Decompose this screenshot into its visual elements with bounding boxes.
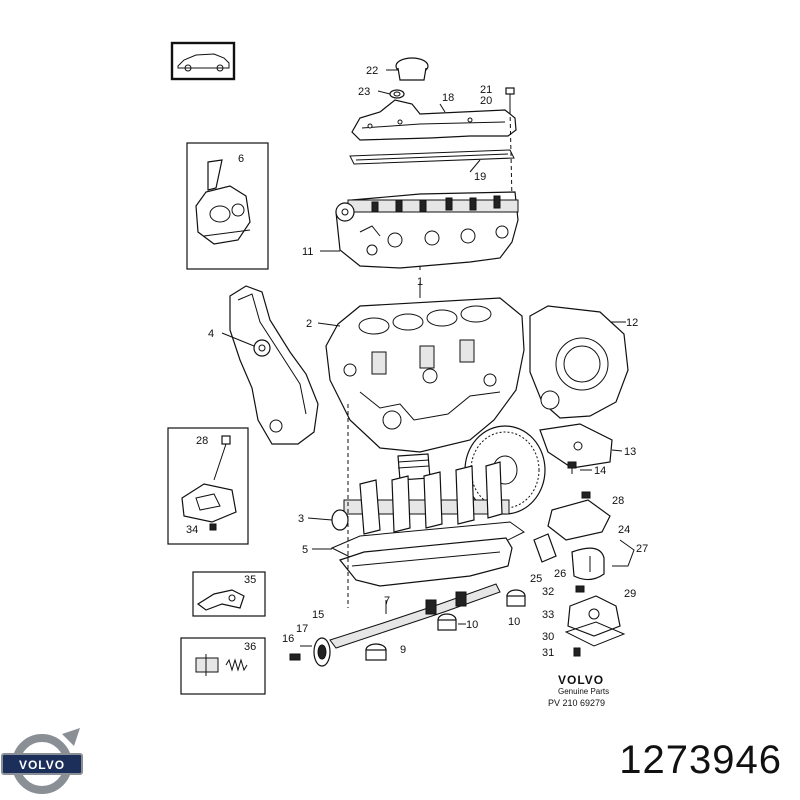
callout-3: 3 — [298, 513, 304, 525]
emblem-text: VOLVO — [19, 758, 65, 772]
breather-box — [186, 142, 269, 270]
flywheel-housing-part — [529, 305, 629, 419]
callout-16: 16 — [282, 633, 294, 645]
callout-31: 31 — [542, 647, 554, 659]
callout-26: 26 — [554, 568, 566, 580]
callout-35: 35 — [244, 574, 256, 586]
callout-12: 12 — [626, 317, 638, 329]
callout-1: 1 — [417, 276, 423, 288]
callout-23: 23 — [358, 86, 370, 98]
valve-cover-part — [349, 87, 517, 201]
callout-13: 13 — [624, 446, 636, 458]
balance-shaft-part — [289, 583, 526, 667]
genuine-parts-block: VOLVO Genuine Parts PV 210 69279 — [548, 673, 609, 708]
brand-name: VOLVO — [558, 673, 604, 687]
callout-28: 28 — [612, 495, 624, 507]
oil-pan-part — [312, 404, 525, 614]
callout-20: 20 — [480, 95, 492, 107]
callout-7: 7 — [384, 595, 390, 607]
callout-21: 21 — [480, 84, 492, 96]
car-silhouette-icon — [170, 41, 236, 81]
callout-33: 33 — [542, 609, 554, 621]
callout-11: 11 — [302, 246, 313, 258]
callout-15: 15 — [312, 609, 324, 621]
engine-mount-parts — [533, 491, 635, 657]
callout-29: 29 — [624, 588, 636, 600]
crankshaft-part — [307, 461, 510, 535]
callout-34: 34 — [186, 524, 198, 536]
mount-detail-box — [167, 427, 249, 545]
callout-2: 2 — [306, 318, 312, 330]
diagram-reference: PV 210 69279 — [548, 698, 605, 708]
callout-30: 30 — [542, 631, 554, 643]
callout-10: 10 — [466, 619, 478, 631]
callout-14: 14 — [594, 465, 606, 477]
mount-bracket-part — [539, 423, 623, 474]
callout-28-box: 28 — [196, 435, 208, 447]
timing-cover-part — [221, 285, 319, 445]
callout-10-right: 10 — [508, 616, 520, 628]
callout-36: 36 — [244, 641, 256, 653]
callout-24: 24 — [618, 524, 630, 536]
tensioner-detail-box — [180, 637, 266, 695]
engine-block-part — [317, 282, 525, 481]
callout-32: 32 — [542, 586, 554, 598]
callout-4: 4 — [208, 328, 214, 340]
part-number: 1273946 — [619, 738, 782, 782]
callout-22: 22 — [366, 65, 378, 77]
callout-25: 25 — [530, 573, 542, 585]
callout-19: 19 — [474, 171, 486, 183]
callout-17: 17 — [296, 623, 308, 635]
callout-6: 6 — [238, 153, 244, 165]
volvo-logo-icon: VOLVO — [1, 728, 83, 794]
callout-9: 9 — [400, 644, 406, 656]
oil-filler-cap-part — [377, 57, 429, 99]
callout-labels: 22 23 21 20 18 19 6 11 1 4 2 12 13 14 28… — [186, 65, 648, 659]
bracket-detail-box — [192, 571, 266, 617]
brand-subtitle: Genuine Parts — [558, 687, 609, 696]
callout-18: 18 — [442, 92, 454, 104]
callout-5: 5 — [302, 544, 308, 556]
callout-27: 27 — [636, 543, 648, 555]
cylinder-head-part — [320, 191, 519, 272]
